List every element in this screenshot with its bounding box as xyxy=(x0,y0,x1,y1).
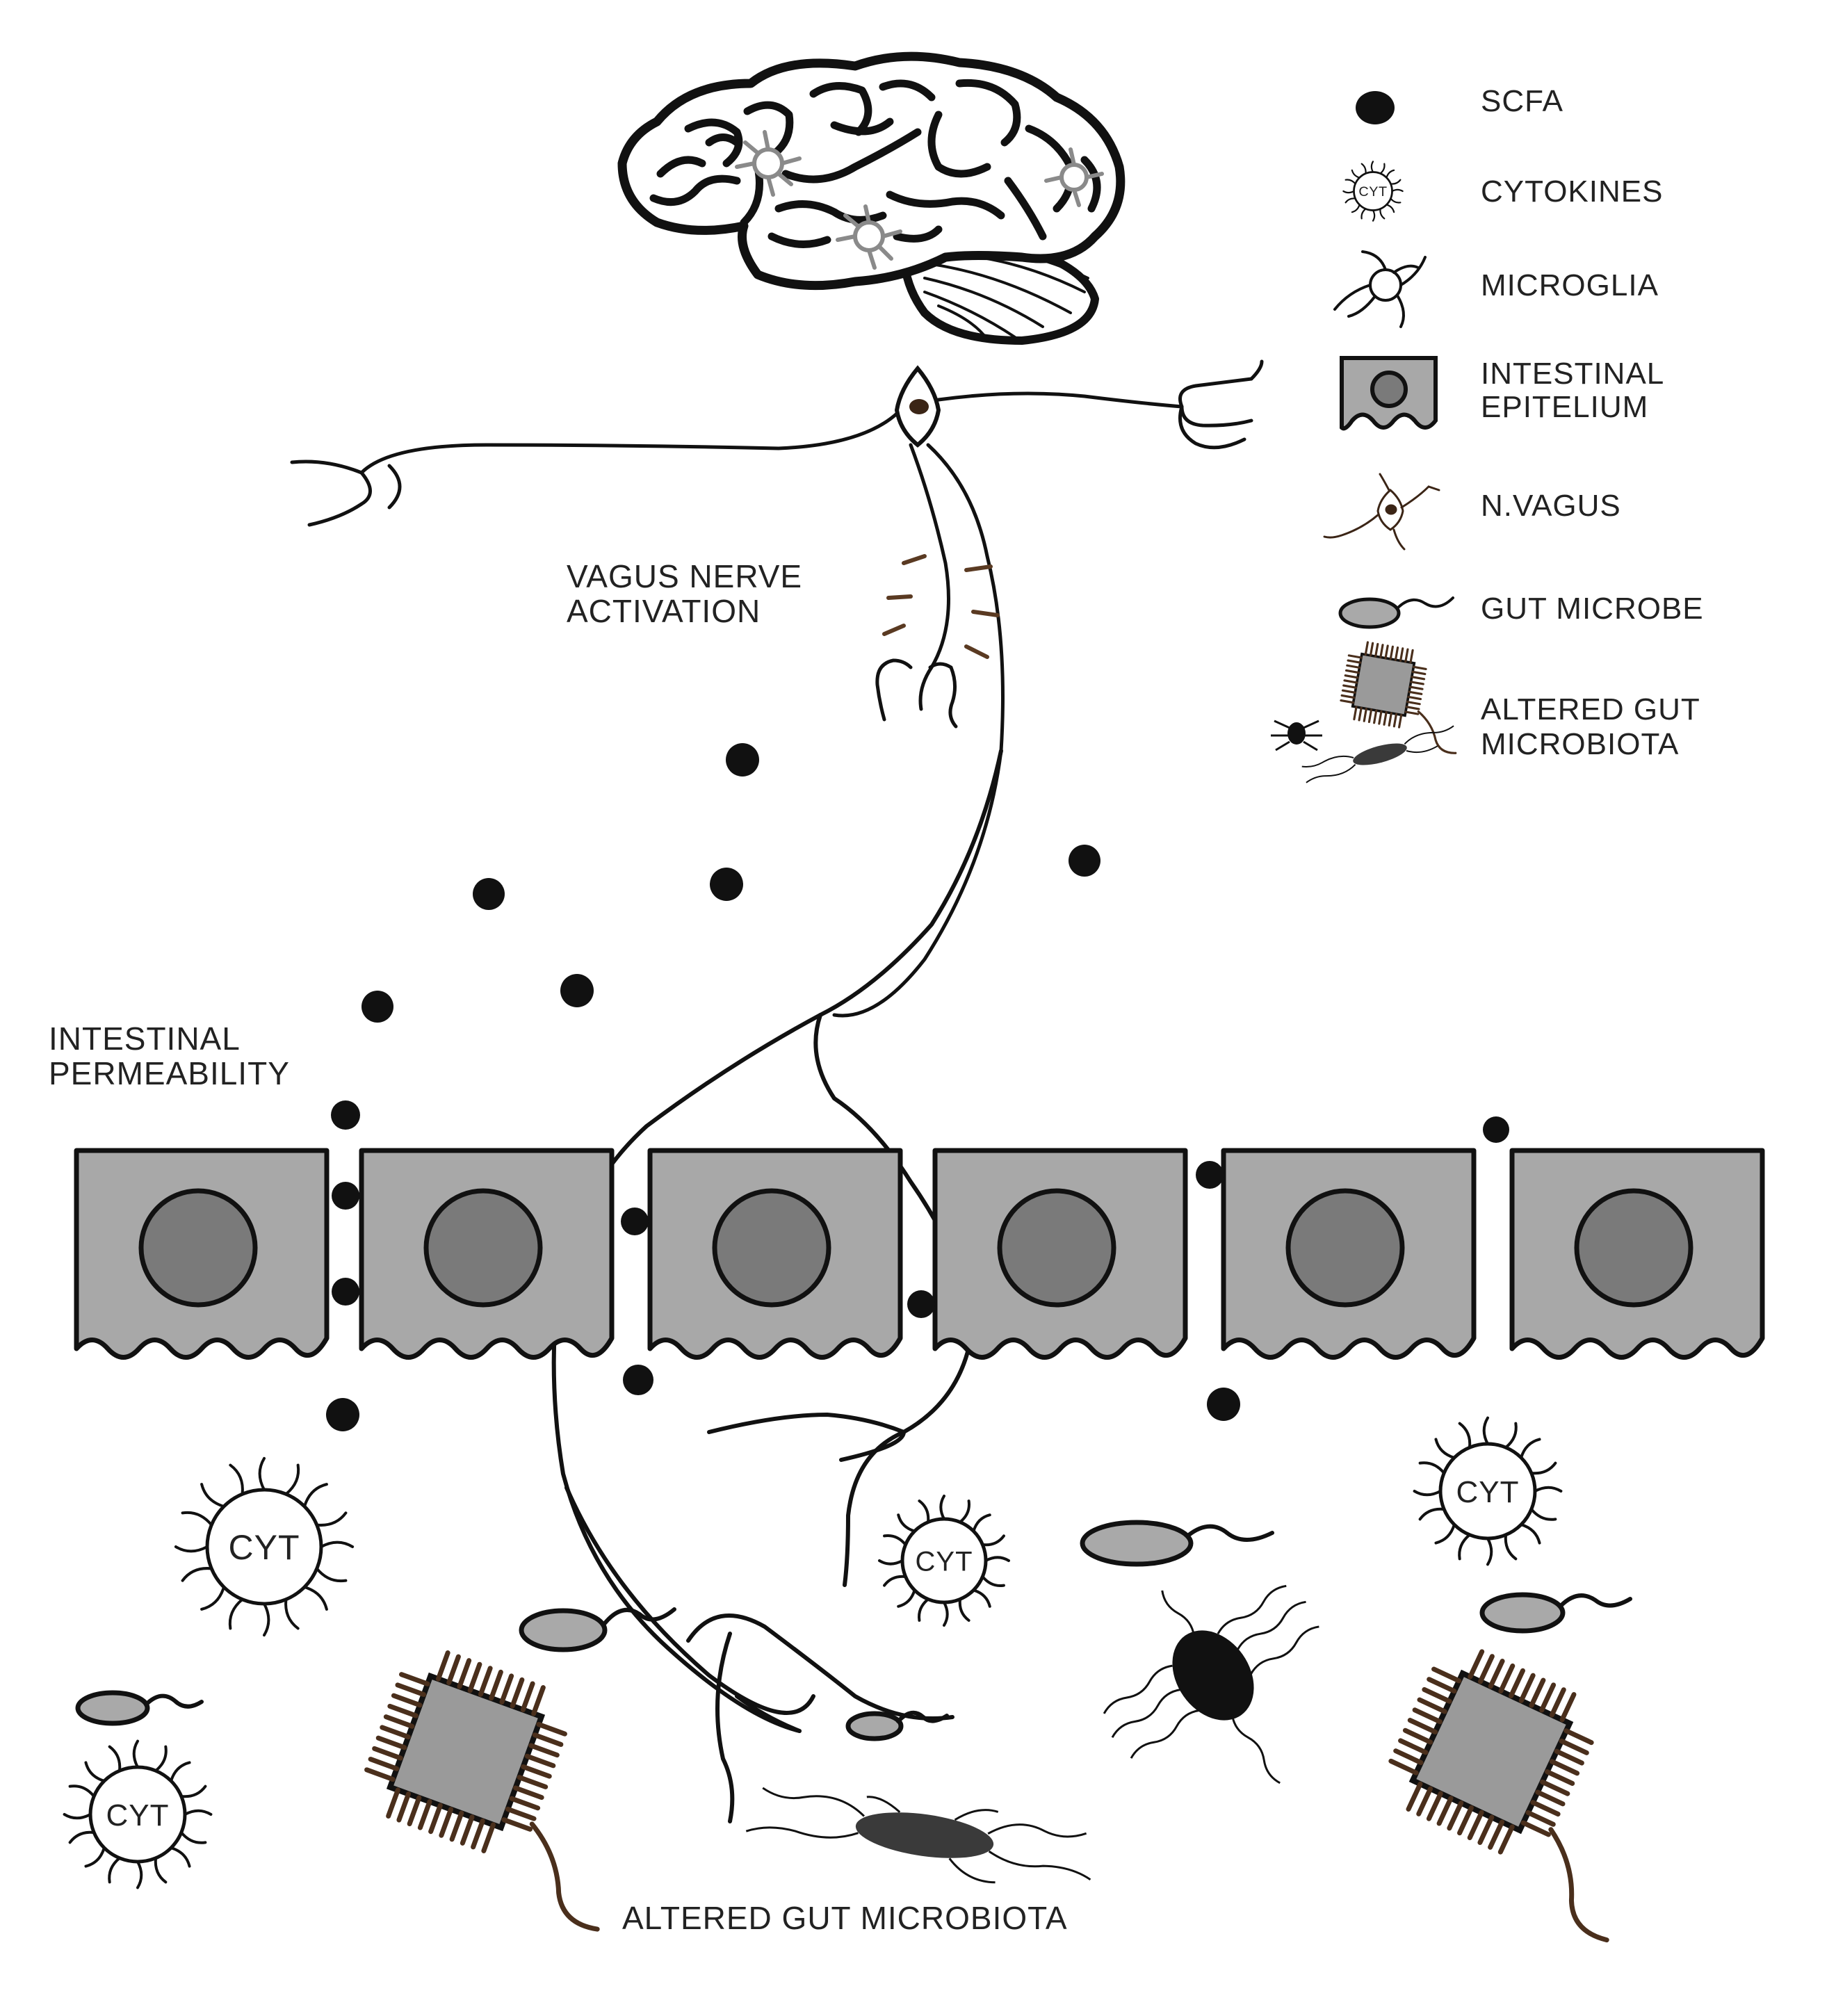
legend-nvagus: N.VAGUS xyxy=(1481,489,1621,523)
brain-icon xyxy=(617,51,1126,345)
scfa-dot xyxy=(473,878,505,910)
scfa-dot xyxy=(1207,1388,1240,1421)
epithelial-cell xyxy=(359,1148,615,1360)
scfa-dot xyxy=(726,743,759,777)
epithelium-legend-icon xyxy=(1340,356,1438,431)
vagus-activation-label-line1: VAGUS NERVE xyxy=(567,558,802,594)
scfa-dot xyxy=(1069,845,1100,877)
cell-nucleus xyxy=(1574,1188,1693,1308)
cytokine-icon: CYT xyxy=(878,1495,1010,1627)
scfa-dot xyxy=(560,974,594,1007)
scfa-dots xyxy=(326,743,1509,1431)
altered-microbiota-legend-icon xyxy=(1271,641,1457,783)
scfa-dot xyxy=(361,991,393,1023)
cytokine-label: CYT xyxy=(106,1798,170,1832)
cytokine-icon: CYT xyxy=(1413,1416,1563,1566)
gut-microbe xyxy=(75,1690,204,1726)
altered-microbiota-chip-2 xyxy=(1388,1649,1609,1943)
scfa-dot xyxy=(1196,1161,1224,1189)
gut-microbe xyxy=(1479,1592,1632,1634)
gut-microbes xyxy=(75,1520,1632,1741)
epithelial-cell xyxy=(647,1148,903,1360)
cytokine-label: CYT xyxy=(229,1528,300,1567)
permeability-label-line2: PERMEABILITY xyxy=(49,1055,290,1091)
gut-microbe xyxy=(1080,1520,1274,1567)
legend-altered-line2: MICROBIOTA xyxy=(1481,727,1679,761)
legend-cytokines: CYTOKINES xyxy=(1481,174,1663,209)
scfa-dot xyxy=(621,1208,649,1235)
legend-microglia: MICROGLIA xyxy=(1481,268,1659,302)
cytokine-label: CYT xyxy=(1358,184,1387,200)
intestinal-epithelium xyxy=(74,1148,1765,1360)
dark-bacterium-rod xyxy=(745,1787,1091,1884)
legend-altered-line1: ALTERED GUT xyxy=(1481,692,1700,726)
legend-gut-microbe: GUT MICROBE xyxy=(1481,592,1704,626)
scfa-dot xyxy=(332,1278,359,1306)
altered-microbiota-chip-1 xyxy=(364,1650,600,1932)
gut-microbe xyxy=(845,1710,949,1741)
cytokine-legend-icon: CYT xyxy=(1342,161,1404,222)
scfa-dot xyxy=(623,1365,653,1395)
epithelial-cell xyxy=(1221,1148,1477,1360)
scfa-legend-icon xyxy=(1356,91,1395,124)
scfa-dot xyxy=(907,1290,935,1318)
legend-epithelium-line2: EPITELIUM xyxy=(1481,390,1648,424)
legend-epithelium-line1: INTESTINAL xyxy=(1481,357,1664,391)
bottom-title: ALTERED GUT MICROBIOTA xyxy=(622,1900,1068,1936)
dark-bacterium-flagellated xyxy=(1103,1584,1319,1785)
nvagus-legend-icon xyxy=(1323,473,1440,551)
cell-nucleus xyxy=(1285,1188,1405,1308)
epithelial-cell xyxy=(74,1148,330,1360)
cell-nucleus xyxy=(423,1188,543,1308)
vagus-activation-label-line2: ACTIVATION xyxy=(567,593,761,629)
cytokine-icon: CYT xyxy=(174,1456,355,1637)
scfa-dot xyxy=(1483,1116,1509,1143)
microglia-legend-icon xyxy=(1333,250,1427,328)
legend: SCFA CYT CYTOKINES MICROGLIA INTESTINAL … xyxy=(1271,84,1704,783)
scfa-dot xyxy=(710,868,743,901)
activation-marks xyxy=(882,554,1000,659)
epithelial-cell xyxy=(932,1148,1188,1360)
cell-nucleus xyxy=(138,1188,258,1308)
cell-nucleus xyxy=(712,1188,831,1308)
vagus-neuron-icon xyxy=(290,359,1264,1018)
cytokine-label: CYT xyxy=(916,1546,973,1577)
scfa-dot xyxy=(331,1100,360,1130)
epithelial-cell xyxy=(1509,1148,1765,1360)
cytokine-icon: CYT xyxy=(63,1739,213,1889)
scfa-dot xyxy=(326,1398,359,1431)
cytokines: CYT CYT CYT CYT xyxy=(63,1416,1563,1889)
cytokine-label: CYT xyxy=(1456,1475,1520,1509)
gut-microbe xyxy=(519,1607,676,1652)
gut-microbe-legend-icon xyxy=(1338,596,1454,629)
legend-scfa: SCFA xyxy=(1481,84,1563,118)
scfa-dot xyxy=(332,1182,359,1210)
permeability-label-line1: INTESTINAL xyxy=(49,1021,241,1057)
cell-nucleus xyxy=(997,1188,1116,1308)
